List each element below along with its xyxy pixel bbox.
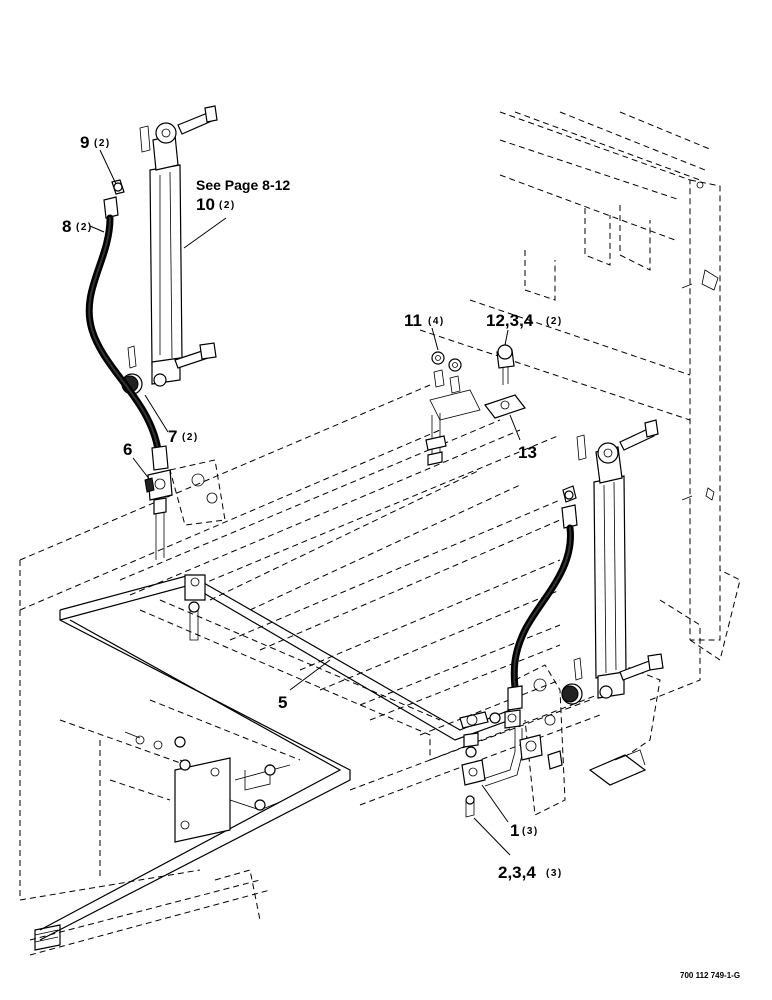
svg-text:(2): (2) — [546, 316, 563, 327]
svg-text:(4): (4) — [428, 316, 445, 327]
callout-12-3-4: 12,3,4 (2) — [486, 311, 563, 330]
hydraulic-tube — [34, 574, 511, 951]
right-cylinder — [561, 419, 664, 705]
callout-13: 13 — [518, 443, 537, 462]
svg-text:(2): (2) — [76, 222, 93, 233]
svg-text:(3): (3) — [546, 868, 563, 879]
callout-1: 1 (3) — [510, 821, 539, 840]
left-elbow-fitting — [144, 469, 173, 560]
left-cylinder — [111, 105, 218, 395]
callout-5: 5 — [278, 693, 287, 712]
callout-6: 6 — [123, 440, 132, 459]
right-frame — [419, 111, 741, 761]
svg-text:12,3,4: 12,3,4 — [486, 311, 534, 330]
svg-text:11: 11 — [404, 311, 422, 330]
callout-7: 7 (2) — [168, 427, 199, 446]
svg-text:7: 7 — [168, 427, 177, 446]
right-lower-bracket — [459, 664, 647, 818]
svg-text:2,3,4: 2,3,4 — [498, 863, 536, 882]
svg-text:(2): (2) — [219, 200, 236, 211]
svg-text:(2): (2) — [182, 432, 199, 443]
left-bracket — [169, 459, 226, 641]
callout-11: 11 (4) — [404, 311, 445, 330]
svg-text:10: 10 — [196, 195, 215, 214]
center-hardware — [425, 344, 526, 466]
svg-text:6: 6 — [123, 440, 132, 459]
callout-8: 8 (2) — [62, 217, 93, 236]
svg-text:13: 13 — [518, 443, 537, 462]
svg-text:9: 9 — [80, 133, 89, 152]
left-hose — [85, 196, 169, 471]
right-hose — [504, 504, 578, 729]
svg-text:(3): (3) — [522, 826, 539, 837]
svg-text:1: 1 — [510, 821, 519, 840]
reference-note: See Page 8-12 — [196, 177, 290, 193]
callout-2-3-4: 2,3,4 (3) — [498, 863, 563, 882]
figure-id: 700 112 749-1-G — [680, 971, 740, 980]
svg-text:8: 8 — [62, 217, 71, 236]
svg-text:(2): (2) — [94, 138, 111, 149]
lower-left-plate — [124, 731, 291, 843]
callout-9: 9 (2) — [80, 133, 111, 152]
svg-text:5: 5 — [278, 693, 287, 712]
callout-10: See Page 8-12 10 (2) — [196, 177, 290, 214]
leader-lines — [89, 149, 521, 856]
platform-bed — [19, 384, 611, 956]
